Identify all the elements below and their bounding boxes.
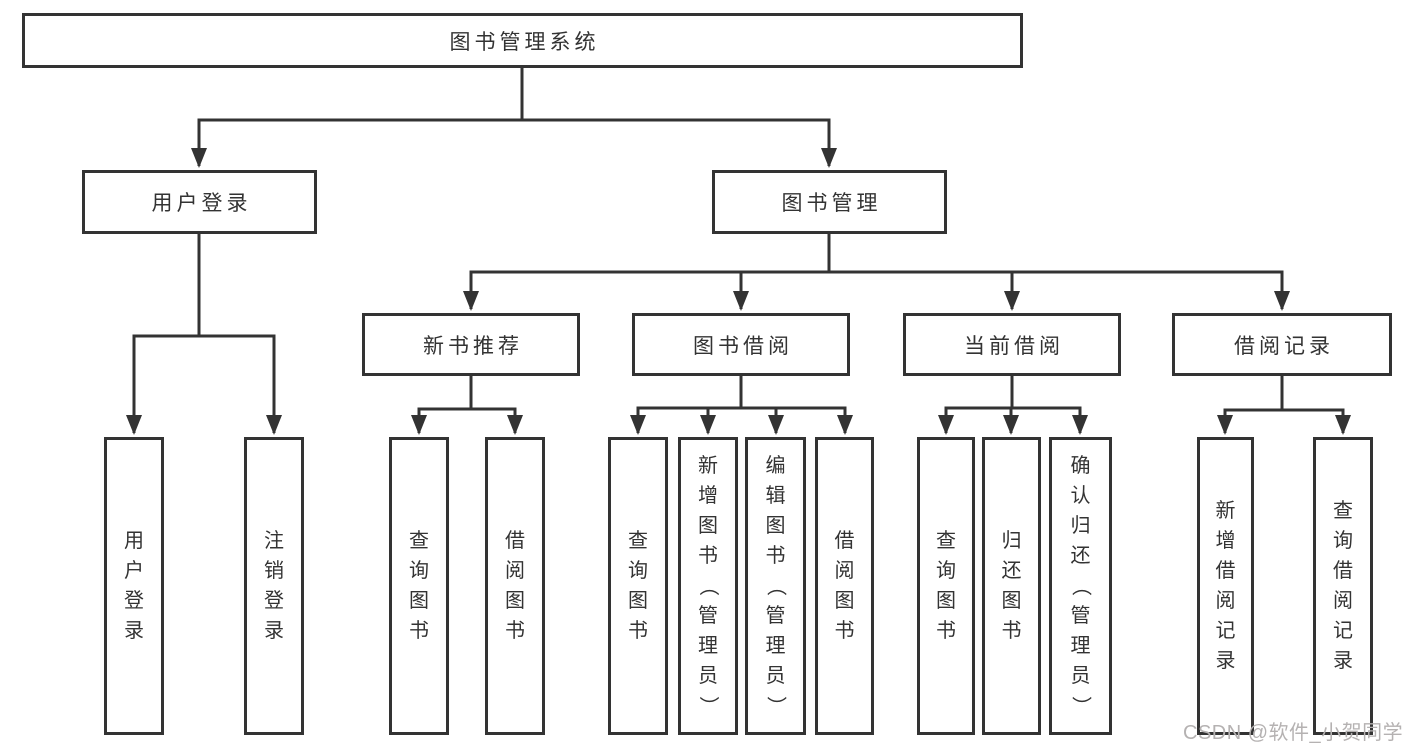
leaf-logout: 注销登录 <box>244 437 304 735</box>
node-label: 新书推荐 <box>423 334 523 358</box>
node-label: 图书管理系统 <box>449 30 600 54</box>
leaf-edit-book-admin: 编辑图书（管理员） <box>745 437 806 735</box>
node-borrowing-records: 借阅记录 <box>1172 313 1392 376</box>
node-label: 图书借阅 <box>693 334 793 358</box>
leaf-add-borrow-record: 新增借阅记录 <box>1197 437 1254 735</box>
node-current-borrowing: 当前借阅 <box>903 313 1121 376</box>
leaf-return-books: 归还图书 <box>982 437 1041 735</box>
watermark-text: CSDN @软件_小贺同学 <box>1183 722 1404 744</box>
leaf-confirm-return-admin: 确认归还（管理员） <box>1049 437 1112 735</box>
leaf-query-books-borrowing: 查询图书 <box>608 437 668 735</box>
node-book-management: 图书管理 <box>712 170 947 234</box>
leaf-borrow-books-borrowing: 借阅图书 <box>815 437 874 735</box>
leaf-query-borrow-record: 查询借阅记录 <box>1313 437 1373 735</box>
node-book-borrowing: 图书借阅 <box>632 313 850 376</box>
leaf-user-login: 用户登录 <box>104 437 164 735</box>
node-label: 用户登录 <box>151 192 252 215</box>
node-library-management-system: 图书管理系统 <box>22 13 1023 68</box>
leaf-query-books-current: 查询图书 <box>917 437 975 735</box>
leaf-query-books-recommend: 查询图书 <box>389 437 449 735</box>
leaf-borrow-books-recommend: 借阅图书 <box>485 437 545 735</box>
node-label: 图书管理 <box>781 192 882 215</box>
node-label: 当前借阅 <box>964 334 1064 358</box>
node-user-login: 用户登录 <box>82 170 317 234</box>
node-label: 借阅记录 <box>1234 334 1334 358</box>
node-new-book-recommendation: 新书推荐 <box>362 313 580 376</box>
leaf-add-book-admin: 新增图书（管理员） <box>678 437 738 735</box>
